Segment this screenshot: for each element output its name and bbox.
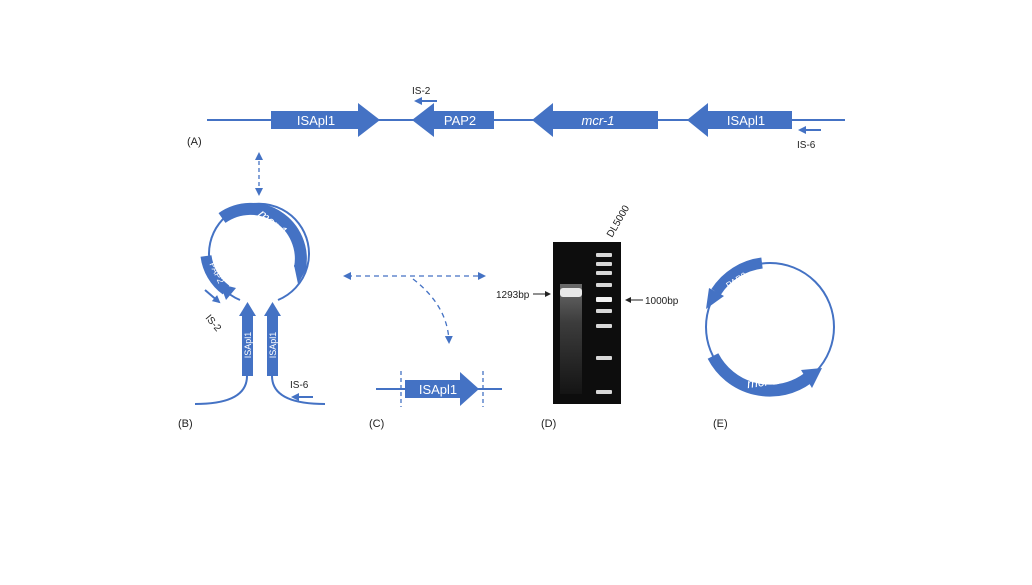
panel-a: ISApl1 PAP2 mcr-1 ISApl1 IS-2 IS-6 (A)	[187, 86, 845, 151]
panel-label-a: (A)	[187, 136, 202, 148]
gene-isapl1-left: ISApl1	[271, 103, 380, 137]
stem-right-head	[264, 302, 281, 316]
primer-arrow-is2-b	[204, 289, 221, 304]
ladder-band	[596, 297, 612, 302]
sample-lane-smear	[560, 284, 582, 394]
ladder-band	[596, 262, 612, 266]
ladder-band	[596, 253, 612, 257]
panel-b: mcr-1 PAP2 ISApl1 ISApl1 IS-2 IS-6 (B)	[178, 202, 326, 430]
ladder-band	[596, 356, 612, 360]
primer-label-is6-a: IS-6	[797, 140, 816, 151]
panel-c: ISApl1 (C)	[369, 371, 502, 430]
loop-pap2-head	[220, 284, 236, 300]
plasmid-pap2-head	[706, 288, 724, 309]
marker-label-1293bp: 1293bp	[496, 290, 530, 301]
ladder-label: DL5000	[605, 203, 632, 239]
loop-mcr1-head	[294, 265, 308, 284]
stem-left-head	[239, 302, 256, 316]
dashed-double-arrow-left-head	[343, 272, 351, 280]
plasmid-gene-pap2	[711, 257, 763, 296]
ladder-lane	[596, 253, 612, 394]
ladder-band	[596, 283, 612, 287]
plasmid-mcr1-head	[801, 368, 822, 388]
plasmid-gene-mcr1	[707, 353, 812, 397]
stem-right-isapl1	[267, 314, 278, 376]
panel-label-e: (E)	[713, 418, 728, 430]
panel-label-b: (B)	[178, 418, 193, 430]
marker-label-1000bp: 1000bp	[645, 296, 679, 307]
gene-label-pap2: PAP2	[444, 113, 476, 128]
stem-left-isapl1	[242, 314, 253, 376]
ladder-band	[596, 271, 612, 275]
panel-d: DL5000 1293bp 1000bp (D)	[496, 203, 679, 430]
ladder-band	[596, 324, 612, 328]
stem-label-left: ISApl1	[243, 332, 253, 359]
tail-left-b	[194, 375, 248, 405]
gene-label-mcr1: mcr-1	[582, 113, 615, 128]
gene-label-isapl1-c: ISApl1	[419, 382, 457, 397]
gene-label-isapl1-left: ISApl1	[297, 113, 335, 128]
sample-band-1293bp	[560, 288, 582, 297]
ladder-band	[596, 309, 612, 313]
gene-isapl1-right: ISApl1	[687, 103, 792, 137]
primer-label-is2-b: IS-2	[203, 313, 223, 334]
stem-label-right: ISApl1	[268, 332, 278, 359]
plasmid-label-mcr1: mcr-1	[746, 372, 781, 391]
gene-mcr1: mcr-1	[532, 103, 658, 137]
loop-gene-mcr1	[218, 202, 307, 270]
gene-label-isapl1-right: ISApl1	[727, 113, 765, 128]
tail-right-b	[271, 375, 326, 405]
panel-label-c: (C)	[369, 418, 384, 430]
panel-e: PAP2 mcr-1 (E)	[705, 257, 835, 430]
primer-label-is6-b: IS-6	[290, 380, 309, 391]
panel-label-d: (D)	[541, 418, 556, 430]
gene-pap2: PAP2	[412, 103, 494, 137]
dashed-curve-arrow	[412, 278, 453, 344]
ladder-band	[596, 390, 612, 394]
primer-label-is2-a: IS-2	[412, 86, 431, 97]
dashed-arrow-up-head	[255, 152, 263, 160]
gene-isapl1-c	[405, 372, 479, 406]
